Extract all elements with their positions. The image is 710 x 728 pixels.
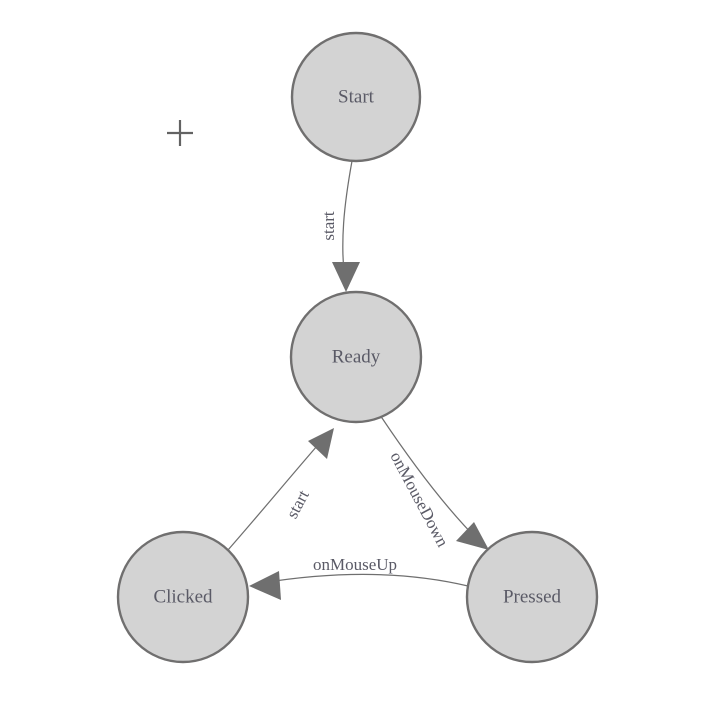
edge-label-clicked-to-ready: start [282, 487, 313, 522]
node-pressed-label: Pressed [503, 586, 562, 607]
arrowhead-into-ready-from-clicked [308, 428, 334, 459]
node-ready-label: Ready [332, 346, 381, 367]
arrowhead-into-ready-from-start [332, 262, 360, 292]
edge-label-start-to-ready: start [319, 211, 338, 241]
node-pressed[interactable]: Pressed [465, 530, 599, 664]
node-clicked[interactable]: Clicked [116, 530, 250, 664]
edge-pressed-to-clicked[interactable]: onMouseUp [249, 555, 469, 600]
node-start[interactable]: Start [290, 31, 422, 163]
node-start-circle[interactable] [290, 31, 422, 163]
node-clicked-label: Clicked [153, 586, 213, 607]
edge-clicked-to-ready[interactable]: start [227, 428, 334, 551]
node-clicked-circle[interactable] [116, 530, 250, 664]
node-ready[interactable]: Ready [289, 290, 423, 424]
arrowhead-into-pressed [456, 522, 489, 550]
edge-start-to-ready[interactable]: start [319, 160, 360, 292]
edge-line-clicked-to-ready [227, 437, 325, 551]
node-pressed-circle[interactable] [465, 530, 599, 664]
node-ready-circle[interactable] [289, 290, 423, 424]
arrowhead-into-clicked [249, 571, 281, 600]
add-marker-icon[interactable] [167, 120, 193, 146]
edge-label-pressed-to-clicked: onMouseUp [313, 555, 397, 574]
node-start-label: Start [338, 86, 375, 107]
edge-ready-to-pressed[interactable]: onMouseDown [379, 414, 489, 551]
edge-label-ready-to-pressed: onMouseDown [386, 449, 452, 551]
edge-line-pressed-to-clicked [261, 573, 469, 587]
